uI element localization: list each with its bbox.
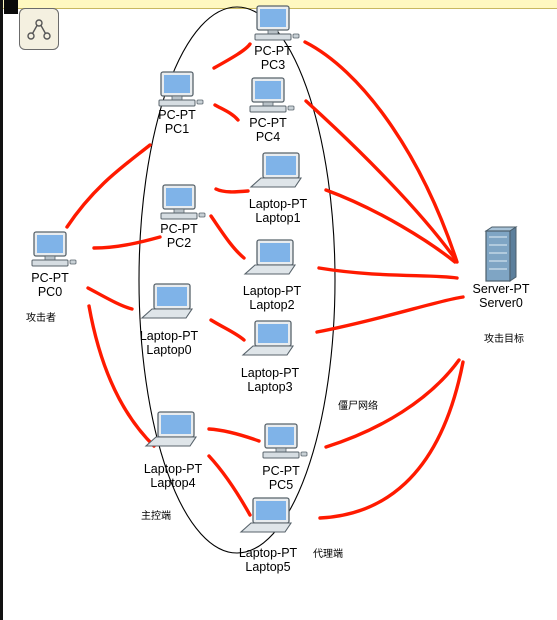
lap5-name-text: Laptop5 xyxy=(245,560,291,574)
attacker-annotation: 攻击者 xyxy=(26,313,56,324)
pc1-name-text: PC1 xyxy=(164,122,190,136)
pc1-model-text: PC-PT xyxy=(158,108,196,122)
srv0-name-text: Server0 xyxy=(479,296,523,310)
master-annotation: 主控端 xyxy=(141,511,171,522)
pc1-pc-icon[interactable] xyxy=(158,71,204,107)
link-pc2-lap1 xyxy=(214,187,250,194)
pc3-model-text: PC-PT xyxy=(254,44,292,58)
link-lap3-srv0 xyxy=(315,295,465,334)
agent-annotation: 代理端 xyxy=(313,549,343,560)
window-badge xyxy=(4,0,18,14)
lap4-laptop-icon[interactable] xyxy=(144,411,198,447)
lap3-model-text: Laptop-PT xyxy=(240,366,300,380)
pc2-pc-icon[interactable] xyxy=(160,184,206,220)
pc2-model-text: PC-PT xyxy=(160,222,198,236)
link-pc5-srv0 xyxy=(324,358,461,449)
pc3-pc-icon[interactable] xyxy=(254,5,300,41)
link-pc0-pc2 xyxy=(92,235,162,250)
left-border xyxy=(0,0,3,620)
link-pc4-srv0 xyxy=(304,99,458,262)
pc5-model-text: PC-PT xyxy=(262,464,300,478)
cluster-icon[interactable] xyxy=(19,8,59,50)
cluster-glyph-icon xyxy=(27,19,51,40)
link-lap1-srv0 xyxy=(324,188,457,264)
pc4-model-text: PC-PT xyxy=(249,116,287,130)
link-lap4-lap5 xyxy=(207,454,252,517)
attack-links xyxy=(65,40,465,520)
lap1-name-text: Laptop1 xyxy=(255,211,301,225)
link-pc0-lap4 xyxy=(87,304,156,448)
pc5-name-text: PC5 xyxy=(268,478,294,492)
pc0-pc-icon[interactable] xyxy=(31,231,77,267)
lap4-model-text: Laptop-PT xyxy=(143,462,203,476)
lap0-model-text: Laptop-PT xyxy=(139,329,199,343)
link-pc1-pc4 xyxy=(213,103,240,122)
lap2-model-text: Laptop-PT xyxy=(242,284,302,298)
link-pc0-lap0 xyxy=(86,286,134,311)
devices-layer xyxy=(31,5,518,533)
lap4-name-text: Laptop4 xyxy=(150,476,196,490)
lap5-model-text: Laptop-PT xyxy=(238,546,298,560)
link-pc0-pc1 xyxy=(65,143,152,229)
link-lap5-srv0 xyxy=(318,360,465,520)
pc0-name-text: PC0 xyxy=(37,285,63,299)
pc2-name-text: PC2 xyxy=(166,236,192,250)
lap0-laptop-icon[interactable] xyxy=(140,283,194,319)
lap2-laptop-icon[interactable] xyxy=(243,239,297,275)
pc4-name-text: PC4 xyxy=(255,130,281,144)
lap3-name-text: Laptop3 xyxy=(247,380,293,394)
srv0-server-icon[interactable] xyxy=(484,226,518,282)
lap5-laptop-icon[interactable] xyxy=(239,497,293,533)
link-pc1-pc3 xyxy=(212,42,252,70)
lap0-name-text: Laptop0 xyxy=(146,343,192,357)
botnet-boundary-ellipse xyxy=(138,6,336,554)
link-lap4-pc5 xyxy=(207,427,261,443)
pc5-pc-icon[interactable] xyxy=(262,423,308,459)
lap2-name-text: Laptop2 xyxy=(249,298,295,312)
target-annotation: 攻击目标 xyxy=(484,334,524,345)
link-pc3-srv0 xyxy=(303,40,459,264)
pc0-model-text: PC-PT xyxy=(31,271,69,285)
link-lap2-srv0 xyxy=(317,266,459,280)
botnet-annotation: 僵尸网络 xyxy=(338,401,378,412)
pc4-pc-icon[interactable] xyxy=(249,77,295,113)
lap3-laptop-icon[interactable] xyxy=(241,320,295,356)
srv0-model-text: Server-PT xyxy=(472,282,530,296)
link-pc2-lap2 xyxy=(209,214,246,260)
lap1-model-text: Laptop-PT xyxy=(248,197,308,211)
link-lap0-lap3 xyxy=(209,318,246,342)
lap1-laptop-icon[interactable] xyxy=(249,152,303,188)
pc3-name-text: PC3 xyxy=(260,58,286,72)
